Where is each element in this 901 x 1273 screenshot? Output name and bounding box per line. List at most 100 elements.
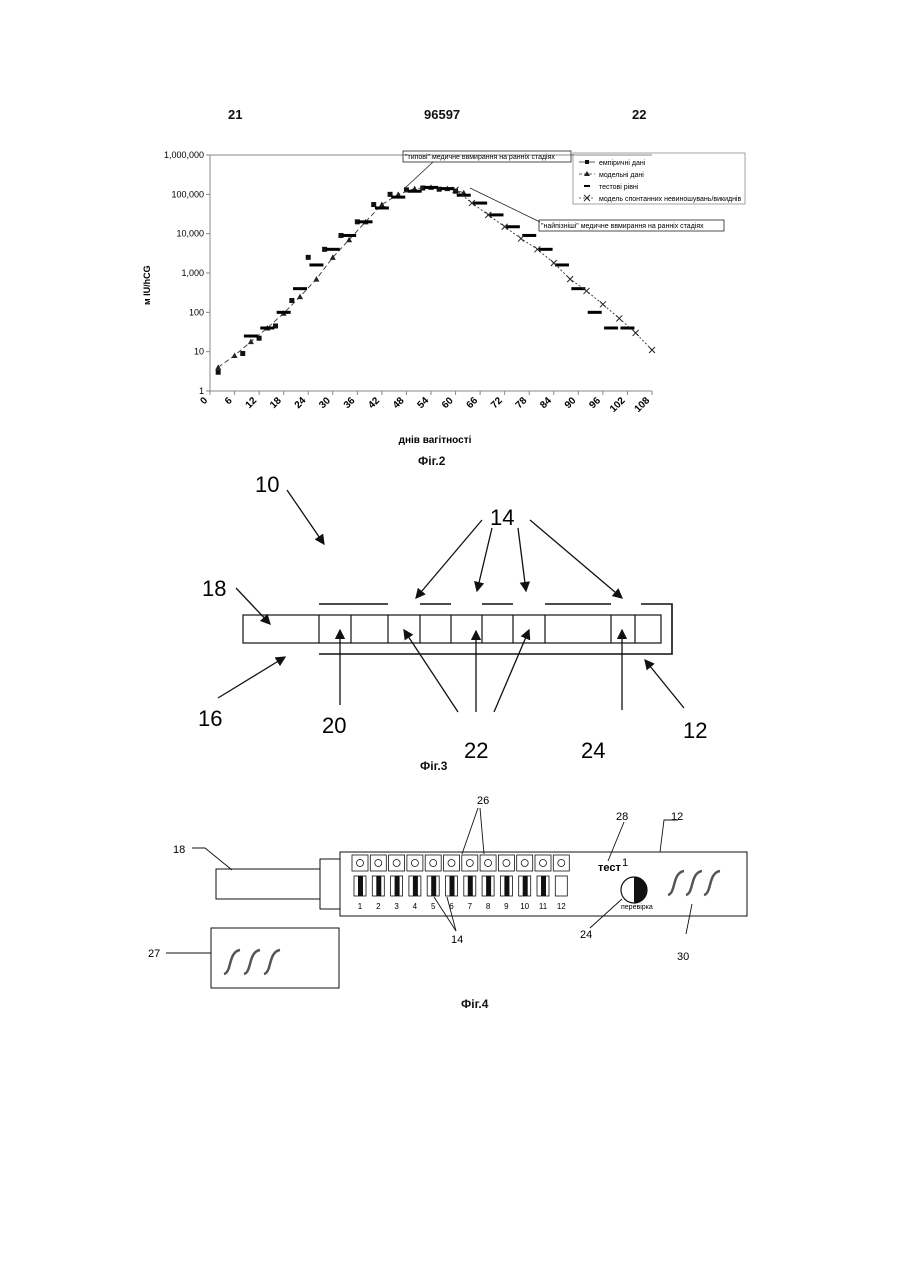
y-tick-label: 1,000,000 bbox=[164, 150, 204, 160]
result-bar bbox=[504, 876, 509, 896]
series-line bbox=[456, 190, 652, 350]
leader-28 bbox=[608, 822, 624, 861]
indicator-circle bbox=[448, 860, 455, 867]
indicator-window bbox=[498, 855, 514, 871]
fig2-chart: 1101001,00010,000100,0001,000,0000612182… bbox=[0, 0, 901, 470]
indicator-circle bbox=[558, 860, 565, 867]
x-tick-label: 48 bbox=[391, 395, 407, 411]
window-number: 9 bbox=[504, 902, 509, 911]
housing-outline bbox=[319, 604, 672, 654]
point-miscarriage bbox=[616, 315, 622, 321]
result-window bbox=[555, 876, 567, 896]
indicator-circle bbox=[375, 860, 382, 867]
arrow-14b bbox=[477, 528, 492, 591]
window-number: 12 bbox=[557, 902, 566, 911]
x-tick-label: 18 bbox=[268, 395, 284, 411]
result-bar bbox=[523, 876, 528, 896]
test-label: тест bbox=[598, 862, 621, 874]
point-miscarriage bbox=[649, 347, 655, 353]
label-18: 18 bbox=[202, 576, 226, 601]
x-tick-label: 54 bbox=[415, 395, 431, 411]
fig4-label-12: 12 bbox=[671, 811, 683, 823]
label-22: 22 bbox=[464, 738, 488, 763]
arrow-14d bbox=[530, 520, 622, 598]
arrow-18 bbox=[236, 588, 270, 624]
indicator-window bbox=[535, 855, 551, 871]
result-bar bbox=[413, 876, 418, 896]
fig4-label-14: 14 bbox=[451, 934, 463, 946]
arrow-22a bbox=[404, 630, 458, 712]
fig4-label-27: 27 bbox=[148, 948, 160, 960]
point-miscarriage bbox=[567, 276, 573, 282]
test-value: 1 bbox=[622, 857, 628, 869]
window-number: 2 bbox=[376, 902, 381, 911]
x-tick-label: 84 bbox=[538, 395, 554, 411]
check-label: перевірка bbox=[621, 903, 653, 911]
indicator-window bbox=[553, 855, 569, 871]
indicator-circle bbox=[521, 860, 528, 867]
leader-26b bbox=[480, 808, 484, 854]
cap-box bbox=[211, 928, 339, 988]
point-miscarriage bbox=[600, 301, 606, 307]
x-tick-label: 90 bbox=[563, 395, 579, 411]
window-number: 1 bbox=[358, 902, 363, 911]
indicator-window bbox=[444, 855, 460, 871]
y-tick-label: 10,000 bbox=[176, 229, 204, 239]
x-tick-label: 30 bbox=[317, 395, 333, 411]
legend-marker bbox=[585, 160, 589, 164]
result-bar bbox=[395, 876, 400, 896]
x-tick-label: 0 bbox=[198, 395, 210, 407]
fig4-diagram: 123456789101112 тест 1 перевірка 18 26 2… bbox=[0, 780, 901, 1020]
leader-26a bbox=[462, 808, 478, 854]
indicator-circle bbox=[466, 860, 473, 867]
y-tick-label: 1 bbox=[199, 386, 204, 396]
point-model bbox=[232, 352, 238, 358]
annotation-typical: "типові" медичне ввмирання на ранніх ста… bbox=[405, 153, 555, 161]
result-bar bbox=[431, 876, 436, 896]
indicator-window bbox=[389, 855, 405, 871]
label-14: 14 bbox=[490, 505, 514, 530]
fig4-label-26: 26 bbox=[477, 795, 489, 807]
x-tick-label: 6 bbox=[223, 395, 235, 407]
result-bar bbox=[376, 876, 381, 896]
arrow-22c bbox=[494, 630, 529, 712]
chart-series bbox=[215, 184, 655, 374]
indicator-window bbox=[352, 855, 368, 871]
point-miscarriage bbox=[584, 288, 590, 294]
legend-label: модельні дані bbox=[599, 171, 644, 179]
point-model bbox=[297, 294, 303, 300]
label-20: 20 bbox=[322, 713, 346, 738]
indicator-circle bbox=[393, 860, 400, 867]
point-empirical bbox=[216, 370, 221, 375]
collar bbox=[320, 859, 340, 909]
indicator-circle bbox=[411, 860, 418, 867]
legend-label: модель спонтанних невиношувань/викиднів bbox=[599, 195, 741, 203]
y-tick-label: 100 bbox=[189, 307, 204, 317]
handle bbox=[216, 869, 320, 899]
fig3-diagram: 10 14 18 16 20 22 24 12 bbox=[0, 470, 901, 770]
series-line bbox=[218, 187, 464, 367]
point-model bbox=[215, 364, 221, 370]
fig4-label-18: 18 bbox=[173, 844, 185, 856]
indicator-circle bbox=[430, 860, 437, 867]
x-tick-label: 42 bbox=[366, 395, 382, 411]
result-bar bbox=[486, 876, 491, 896]
indicator-window bbox=[370, 855, 386, 871]
x-tick-label: 102 bbox=[608, 395, 628, 415]
point-model bbox=[379, 202, 385, 208]
x-axis-label: днів вагітності bbox=[399, 435, 472, 446]
point-model bbox=[313, 276, 319, 282]
result-bar bbox=[358, 876, 363, 896]
wave-symbol-housing bbox=[668, 871, 720, 895]
leader-24 bbox=[590, 899, 622, 928]
indicator-circle bbox=[485, 860, 492, 867]
label-10: 10 bbox=[255, 472, 279, 497]
fig4-caption: Фіг.4 bbox=[461, 997, 488, 1011]
point-empirical bbox=[289, 298, 294, 303]
legend-marker bbox=[584, 171, 590, 176]
x-tick-label: 60 bbox=[440, 395, 456, 411]
fig3-caption: Фіг.3 bbox=[420, 759, 447, 773]
y-tick-label: 1,000 bbox=[181, 268, 204, 278]
y-axis-label: м IU/hCG bbox=[142, 265, 152, 305]
window-number: 3 bbox=[394, 902, 399, 911]
